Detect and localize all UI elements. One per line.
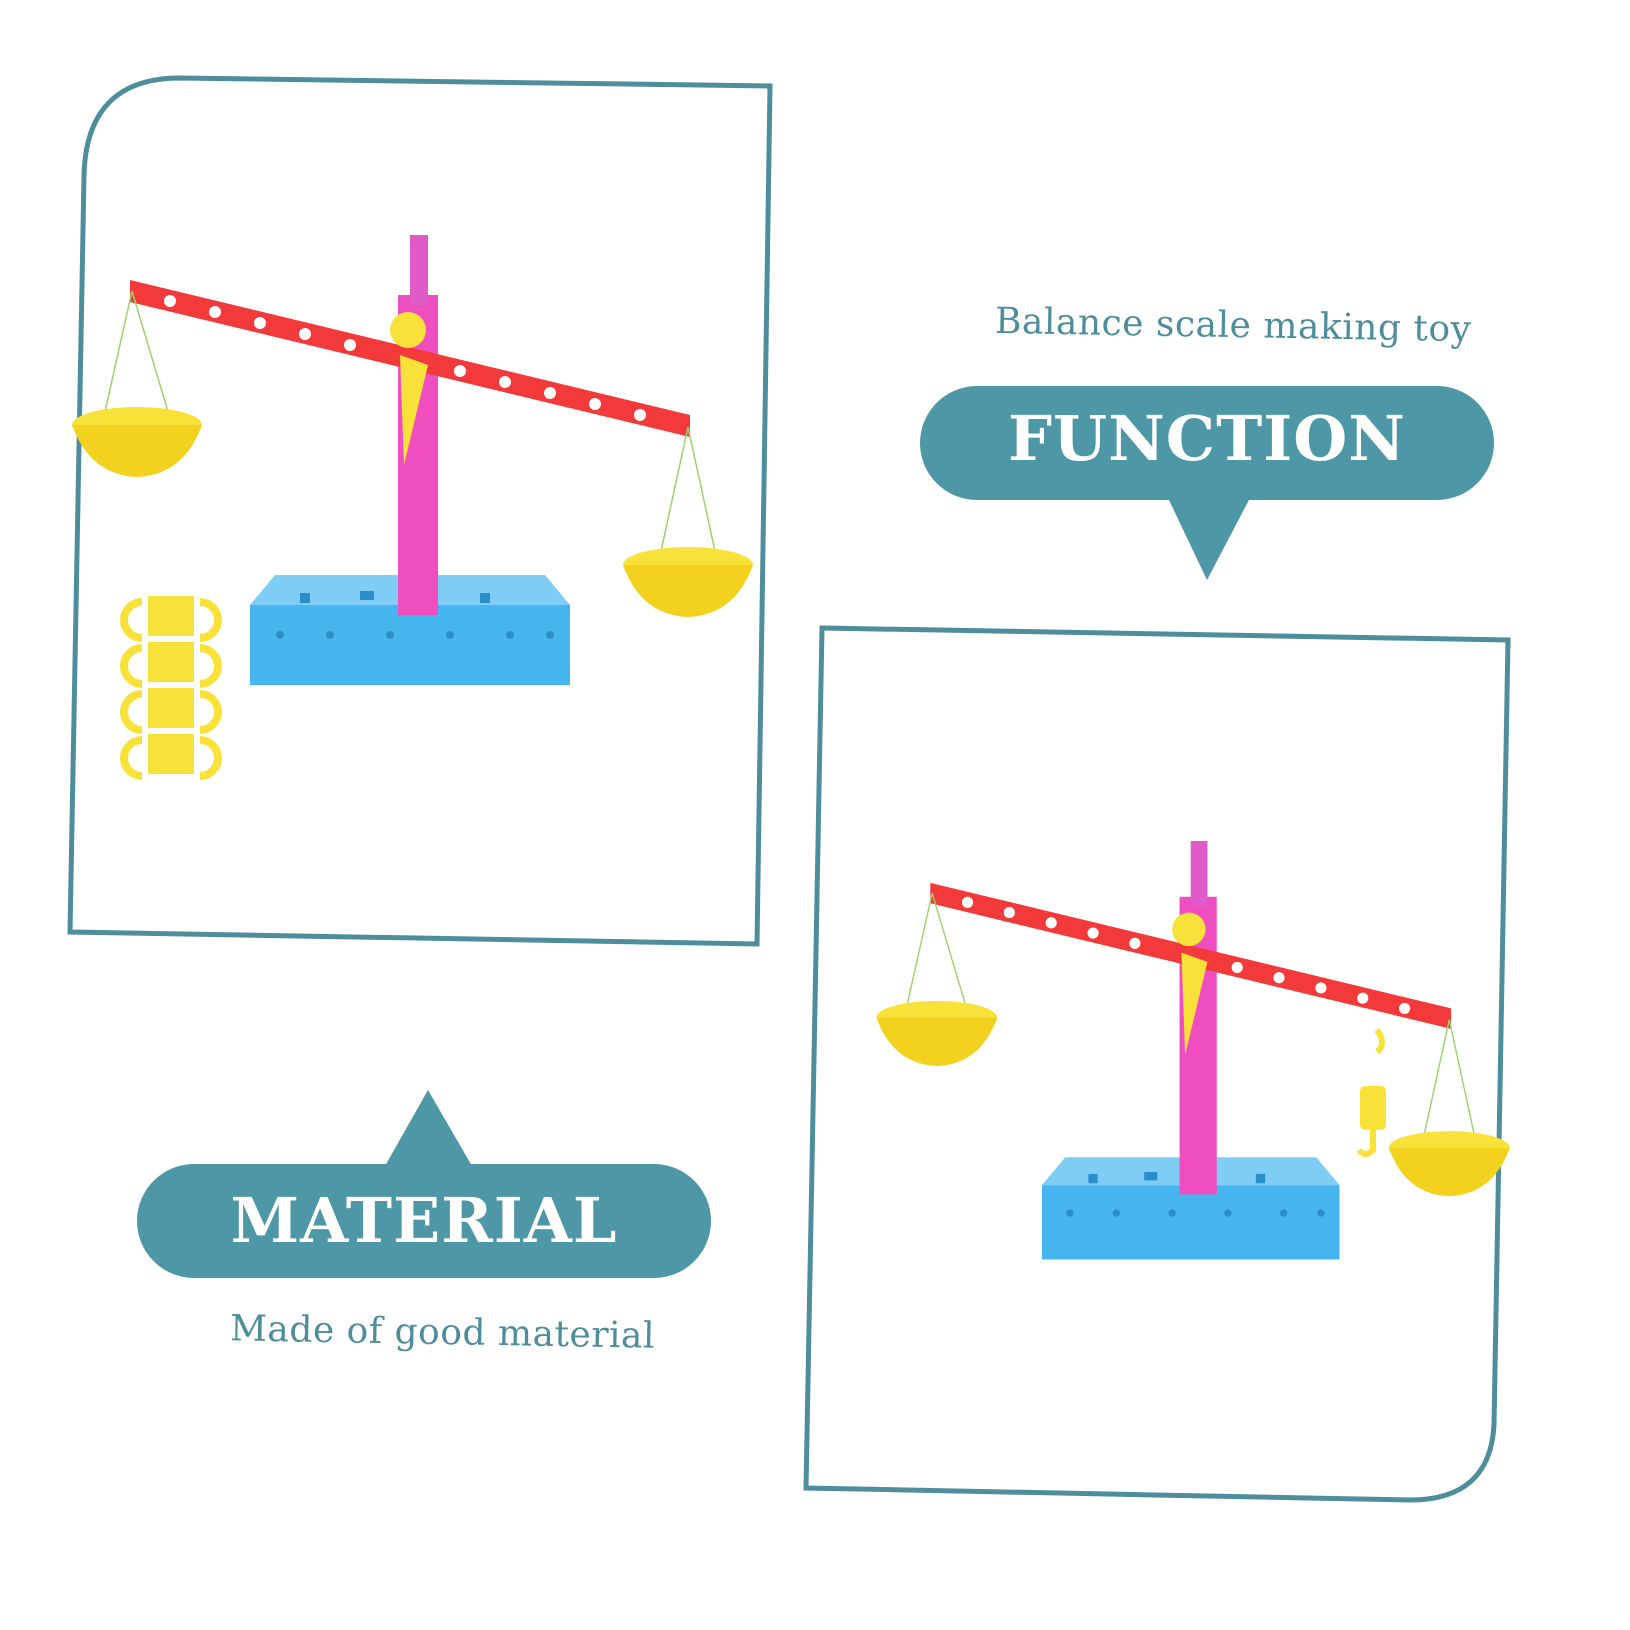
function-badge (920, 386, 1494, 580)
function-subtitle: Balance scale making toy (994, 300, 1472, 351)
material-subtitle: Made of good material (229, 1308, 656, 1357)
material-badge (137, 1090, 711, 1278)
function-label: FUNCTION (1008, 402, 1406, 475)
hook-weight-icon (120, 598, 222, 780)
material-label: MATERIAL (230, 1184, 618, 1257)
